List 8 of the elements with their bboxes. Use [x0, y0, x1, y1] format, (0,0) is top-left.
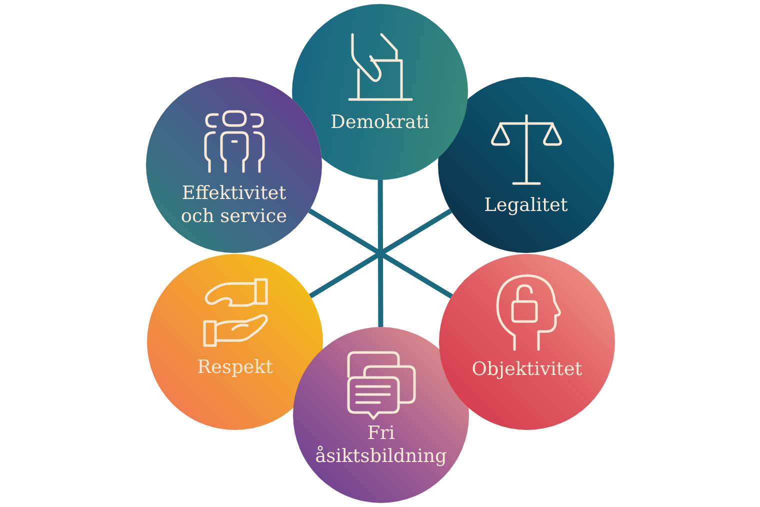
principle-label: Demokrati [330, 111, 430, 134]
principle-label: Legalitet [484, 194, 568, 217]
crossing-connector-lines [308, 208, 453, 299]
connector-line [378, 180, 384, 327]
principle-label: Objektivitet [472, 358, 582, 381]
principle-label: Effektivitet och service [180, 182, 288, 228]
principle-label: Fri åsiktsbildning [314, 422, 448, 468]
principle-label: Respekt [197, 356, 273, 379]
